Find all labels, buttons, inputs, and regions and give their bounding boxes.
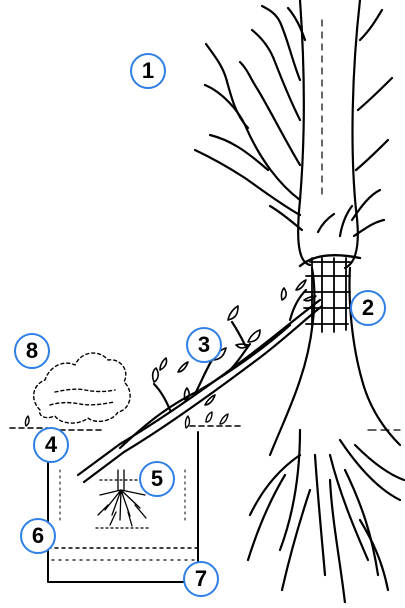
- callout-marker-5: 5: [139, 461, 175, 497]
- callout-number: 6: [32, 525, 44, 547]
- pot: [48, 432, 198, 582]
- callout-marker-3: 3: [186, 327, 222, 363]
- callout-marker-4: 4: [33, 427, 69, 463]
- callout-marker-1: 1: [130, 53, 166, 89]
- callout-number: 2: [362, 297, 374, 319]
- leaves: [153, 280, 316, 405]
- bush: [34, 353, 130, 423]
- callout-number: 7: [195, 568, 207, 590]
- callout-marker-7: 7: [183, 561, 219, 597]
- callout-number: 1: [142, 60, 154, 82]
- callout-number: 3: [198, 334, 210, 356]
- callout-marker-8: 8: [14, 333, 50, 369]
- ground-plants: [25, 412, 228, 428]
- callout-number: 5: [151, 468, 163, 490]
- callout-marker-2: 2: [350, 290, 386, 326]
- callout-number: 4: [45, 434, 57, 456]
- graft-stem: [78, 290, 322, 482]
- callout-marker-6: 6: [20, 518, 56, 554]
- callout-number: 8: [26, 340, 38, 362]
